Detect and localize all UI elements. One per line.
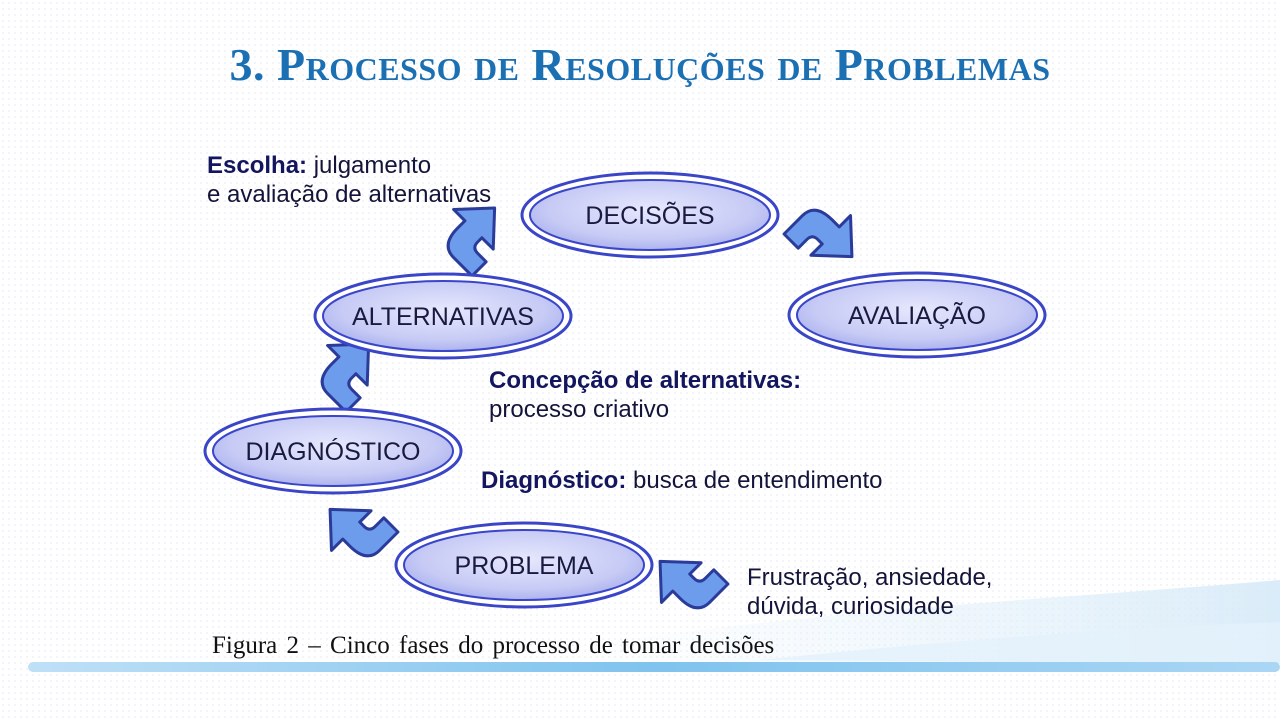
note-diagnostico-bold: Diagnóstico:: [481, 467, 627, 494]
arrow-alternativas-to-decisoes: [446, 206, 497, 278]
node-problema: PROBLEMA: [394, 521, 654, 609]
note-concepcao: Concepção de alternativas: processo cria…: [489, 366, 801, 424]
node-label-avaliacao: AVALIAÇÃO: [848, 301, 986, 330]
note-concepcao-line2: processo criativo: [489, 396, 670, 423]
figure-caption: Figura 2 – Cinco fases do processo de to…: [212, 632, 775, 659]
arrow-diagnostico-to-alternativas: [320, 342, 371, 414]
node-avaliacao: AVALIAÇÃO: [787, 271, 1047, 359]
node-diagnostico: DIAGNÓSTICO: [203, 407, 463, 495]
note-escolha-bold: Escolha:: [207, 152, 308, 179]
node-decisoes: DECISÕES: [520, 171, 780, 259]
note-escolha-line2: e avaliação de alternativas: [207, 181, 492, 208]
note-diagnostico-text: busca de entendimento: [626, 467, 883, 494]
node-label-diagnostico: DIAGNÓSTICO: [245, 437, 420, 466]
note-concepcao-bold: Concepção de alternativas:: [489, 367, 802, 394]
note-escolha: Escolha: julgamento e avaliação de alter…: [207, 151, 491, 209]
note-escolha-line1: julgamento: [307, 152, 432, 179]
note-entrada-line1: Frustração, ansiedade,: [747, 564, 993, 591]
arrow-input-to-problema: [658, 559, 730, 610]
node-label-decisoes: DECISÕES: [585, 201, 714, 230]
node-label-problema: PROBLEMA: [455, 552, 594, 580]
note-entrada: Frustração, ansiedade, dúvida, curiosida…: [747, 563, 992, 621]
page-title: 3. Processo de Resoluções de Problemas: [229, 39, 1051, 90]
decorative-swoosh-2: [760, 622, 1280, 664]
note-diagnostico: Diagnóstico: busca de entendimento: [481, 466, 883, 495]
arrow-decisoes-to-avaliacao: [782, 208, 854, 259]
node-alternativas: ALTERNATIVAS: [313, 272, 573, 360]
node-label-alternativas: ALTERNATIVAS: [352, 303, 534, 331]
arrow-problema-to-diagnostico: [328, 507, 400, 558]
note-entrada-line2: dúvida, curiosidade: [747, 593, 954, 620]
bottom-band: [28, 662, 1280, 672]
